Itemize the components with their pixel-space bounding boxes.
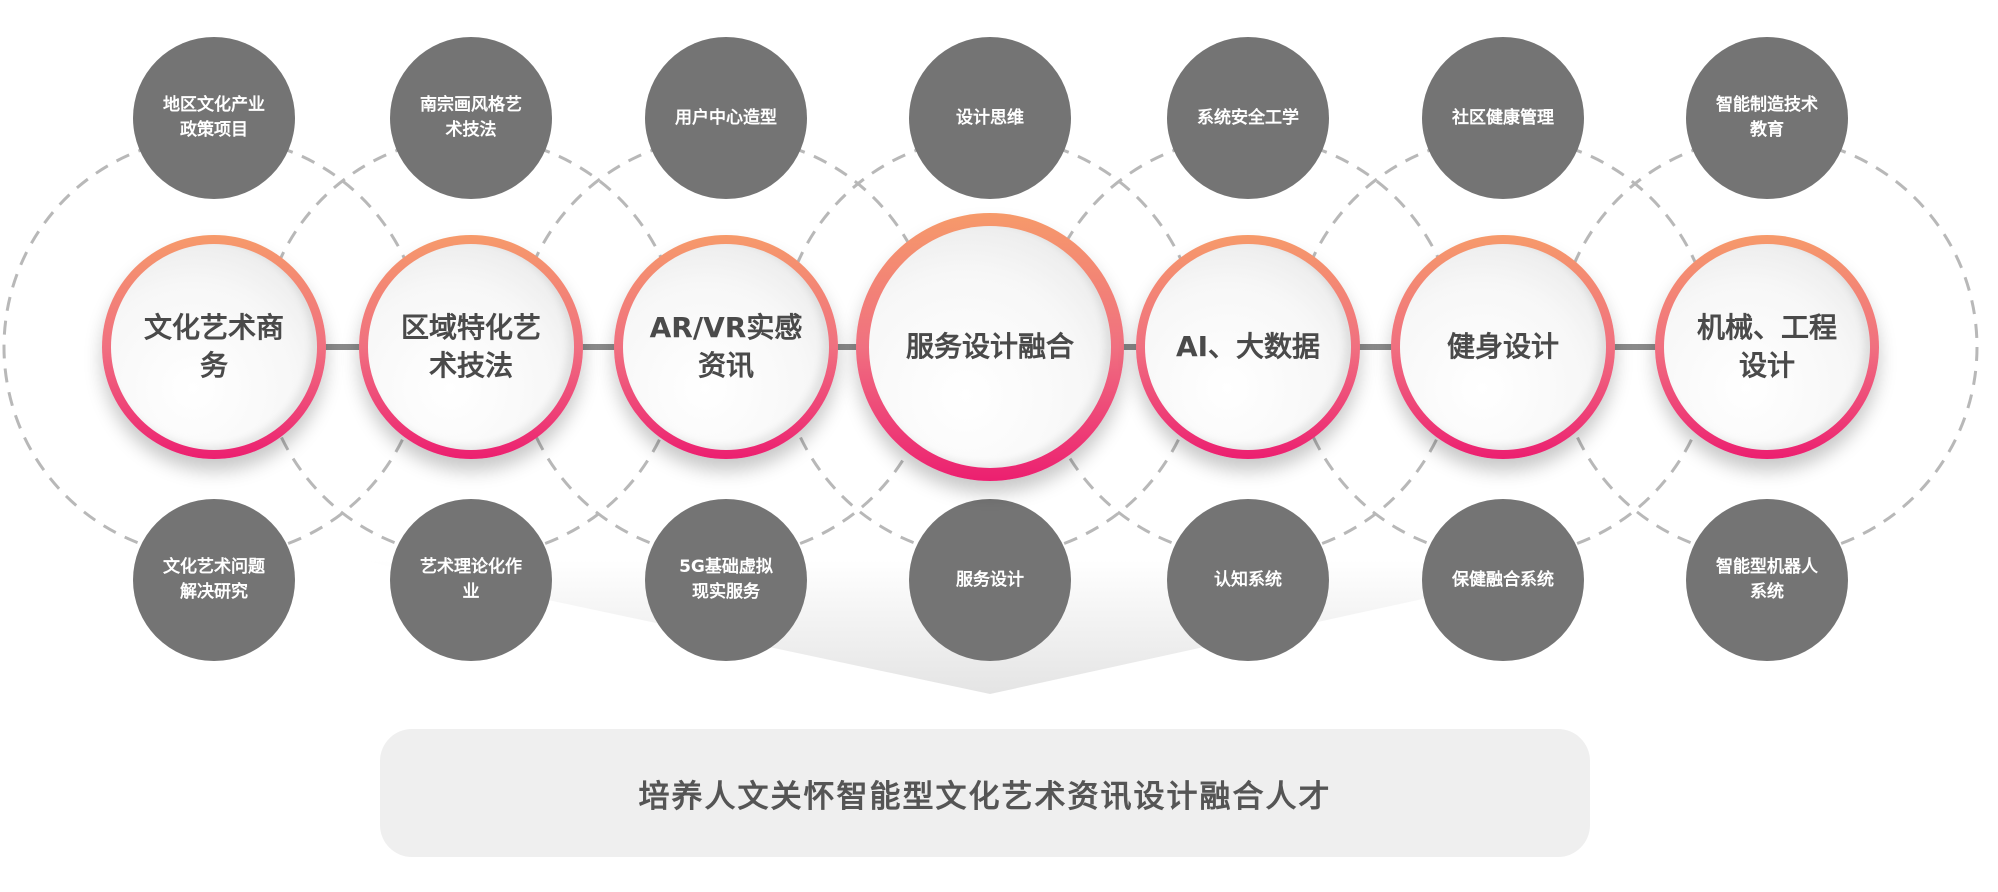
core-field-inner: 服务设计融合 [869, 226, 1111, 468]
top-skill-node: 地区文化产业政策项目 [133, 37, 295, 199]
top-skill-node: 智能制造技术教育 [1686, 37, 1848, 199]
bottom-skill-node: 智能型机器人系统 [1686, 499, 1848, 661]
top-skill-node: 社区健康管理 [1422, 37, 1584, 199]
core-field-inner: 机械、工程设计 [1664, 244, 1870, 450]
core-field-node: 文化艺术商务 [102, 235, 326, 459]
bottom-skill-node: 服务设计 [909, 499, 1071, 661]
bottom-skill-node: 5G基础虚拟现实服务 [645, 499, 807, 661]
goal-text: 培养人文关怀智能型文化艺术资讯设计融合人才 [638, 778, 1332, 815]
core-field-label: 机械、工程设计 [1696, 311, 1837, 382]
core-field-node: 机械、工程设计 [1655, 235, 1879, 459]
top-skill-label: 用户中心造型 [675, 107, 777, 128]
bottom-skill-node: 文化艺术问题解决研究 [133, 499, 295, 661]
top-skill-label: 智能制造技术教育 [1716, 95, 1818, 140]
top-skill-label: 系统安全工学 [1197, 107, 1299, 128]
bottom-skill-node: 保健融合系统 [1422, 499, 1584, 661]
core-field-node: AI、大数据 [1136, 235, 1360, 459]
bottom-skill-node: 认知系统 [1167, 499, 1329, 661]
core-field-label: AR/VR实感资讯 [649, 311, 803, 382]
top-skill-label: 社区健康管理 [1452, 107, 1554, 128]
top-skill-node: 用户中心造型 [645, 37, 807, 199]
bottom-skill-label: 艺术理论化作业 [420, 557, 522, 602]
top-skill-node: 系统安全工学 [1167, 37, 1329, 199]
top-skill-label: 设计思维 [956, 107, 1024, 128]
core-field-inner: 文化艺术商务 [111, 244, 317, 450]
top-skill-node: 设计思维 [909, 37, 1071, 199]
core-field-node: 区域特化艺术技法 [359, 235, 583, 459]
goal-banner: 培养人文关怀智能型文化艺术资讯设计融合人才 [380, 729, 1590, 857]
bottom-skill-label: 保健融合系统 [1452, 569, 1554, 590]
core-field-node: AR/VR实感资讯 [614, 235, 838, 459]
core-field-label: 健身设计 [1446, 330, 1559, 363]
core-field-inner: AR/VR实感资讯 [623, 244, 829, 450]
core-field-label: 服务设计融合 [905, 330, 1074, 363]
core-field-inner: 健身设计 [1400, 244, 1606, 450]
bottom-skill-label: 文化艺术问题解决研究 [163, 557, 265, 602]
bottom-skill-label: 智能型机器人系统 [1716, 557, 1818, 602]
top-skill-node: 南宗画风格艺术技法 [390, 37, 552, 199]
bottom-skill-node: 艺术理论化作业 [390, 499, 552, 661]
core-field-node: 服务设计融合 [856, 213, 1124, 481]
core-field-label: 区域特化艺术技法 [400, 311, 541, 382]
bottom-skill-label: 服务设计 [956, 569, 1024, 590]
top-skill-label: 地区文化产业政策项目 [163, 95, 265, 140]
top-skill-label: 南宗画风格艺术技法 [420, 95, 522, 140]
core-field-label: 文化艺术商务 [143, 311, 284, 382]
core-field-inner: 区域特化艺术技法 [368, 244, 574, 450]
bottom-skill-label: 认知系统 [1214, 569, 1282, 590]
core-field-inner: AI、大数据 [1145, 244, 1351, 450]
core-field-label: AI、大数据 [1175, 330, 1321, 363]
core-field-node: 健身设计 [1391, 235, 1615, 459]
bottom-skill-label: 5G基础虚拟现实服务 [679, 557, 773, 602]
